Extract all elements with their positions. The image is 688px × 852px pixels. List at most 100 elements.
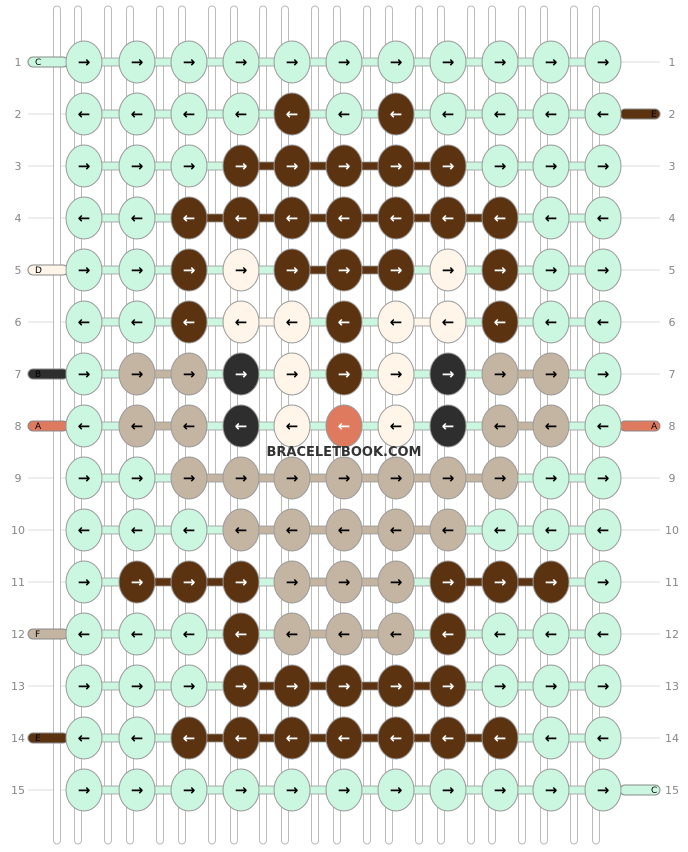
knot[interactable]: ← bbox=[118, 404, 156, 448]
knot[interactable]: ← bbox=[118, 508, 156, 552]
knot[interactable]: → bbox=[481, 144, 519, 188]
knot[interactable]: ← bbox=[429, 404, 467, 448]
knot[interactable]: → bbox=[584, 40, 622, 84]
knot[interactable]: ← bbox=[532, 716, 570, 760]
knot[interactable]: ← bbox=[273, 404, 311, 448]
knot[interactable]: → bbox=[170, 248, 208, 292]
knot[interactable]: ← bbox=[170, 196, 208, 240]
knot[interactable]: → bbox=[65, 248, 103, 292]
knot[interactable]: ← bbox=[481, 92, 519, 136]
knot[interactable]: → bbox=[429, 560, 467, 604]
knot[interactable]: ← bbox=[584, 300, 622, 344]
knot[interactable]: → bbox=[273, 144, 311, 188]
knot[interactable]: ← bbox=[65, 508, 103, 552]
knot[interactable]: → bbox=[532, 768, 570, 812]
knot[interactable]: → bbox=[429, 456, 467, 500]
knot[interactable]: → bbox=[325, 664, 363, 708]
knot[interactable]: ← bbox=[584, 612, 622, 656]
knot[interactable]: → bbox=[118, 248, 156, 292]
knot[interactable]: → bbox=[377, 768, 415, 812]
knot[interactable]: ← bbox=[481, 716, 519, 760]
knot[interactable]: ← bbox=[377, 300, 415, 344]
knot[interactable]: ← bbox=[532, 404, 570, 448]
knot[interactable]: ← bbox=[532, 92, 570, 136]
knot[interactable]: ← bbox=[222, 716, 260, 760]
knot[interactable]: → bbox=[584, 456, 622, 500]
knot[interactable]: ← bbox=[584, 404, 622, 448]
knot[interactable]: → bbox=[429, 352, 467, 396]
knot[interactable]: ← bbox=[118, 716, 156, 760]
knot[interactable]: → bbox=[222, 40, 260, 84]
knot[interactable]: → bbox=[377, 352, 415, 396]
knot[interactable]: → bbox=[222, 144, 260, 188]
knot[interactable]: → bbox=[377, 560, 415, 604]
knot[interactable]: ← bbox=[65, 404, 103, 448]
knot[interactable]: → bbox=[118, 768, 156, 812]
knot[interactable]: → bbox=[481, 40, 519, 84]
knot[interactable]: → bbox=[325, 768, 363, 812]
knot[interactable]: → bbox=[273, 40, 311, 84]
knot[interactable]: ← bbox=[584, 716, 622, 760]
knot[interactable]: → bbox=[170, 352, 208, 396]
knot[interactable]: → bbox=[118, 40, 156, 84]
knot[interactable]: → bbox=[118, 456, 156, 500]
knot[interactable]: → bbox=[481, 560, 519, 604]
knot[interactable]: ← bbox=[118, 300, 156, 344]
knot[interactable]: → bbox=[65, 352, 103, 396]
knot[interactable]: → bbox=[65, 144, 103, 188]
knot[interactable]: ← bbox=[170, 716, 208, 760]
knot[interactable]: → bbox=[222, 664, 260, 708]
knot[interactable]: ← bbox=[170, 612, 208, 656]
knot[interactable]: → bbox=[222, 768, 260, 812]
knot[interactable]: ← bbox=[65, 196, 103, 240]
knot[interactable]: ← bbox=[273, 716, 311, 760]
knot[interactable]: → bbox=[481, 352, 519, 396]
knot[interactable]: ← bbox=[584, 196, 622, 240]
knot[interactable]: → bbox=[273, 456, 311, 500]
knot[interactable]: ← bbox=[118, 196, 156, 240]
knot[interactable]: ← bbox=[377, 508, 415, 552]
knot[interactable]: ← bbox=[584, 508, 622, 552]
knot[interactable]: → bbox=[65, 560, 103, 604]
knot[interactable]: → bbox=[65, 456, 103, 500]
knot[interactable]: → bbox=[222, 456, 260, 500]
knot[interactable]: → bbox=[532, 560, 570, 604]
knot[interactable]: → bbox=[377, 456, 415, 500]
knot[interactable]: → bbox=[429, 768, 467, 812]
knot[interactable]: ← bbox=[273, 196, 311, 240]
knot[interactable]: → bbox=[377, 664, 415, 708]
knot[interactable]: ← bbox=[377, 196, 415, 240]
knot[interactable]: → bbox=[118, 352, 156, 396]
knot[interactable]: ← bbox=[273, 300, 311, 344]
knot[interactable]: → bbox=[273, 560, 311, 604]
knot[interactable]: ← bbox=[325, 196, 363, 240]
knot[interactable]: → bbox=[65, 664, 103, 708]
knot[interactable]: → bbox=[170, 768, 208, 812]
knot[interactable]: → bbox=[222, 248, 260, 292]
knot[interactable]: ← bbox=[377, 612, 415, 656]
knot[interactable]: ← bbox=[273, 508, 311, 552]
knot[interactable]: ← bbox=[481, 612, 519, 656]
knot[interactable]: ← bbox=[325, 612, 363, 656]
knot[interactable]: ← bbox=[532, 196, 570, 240]
knot[interactable]: → bbox=[481, 664, 519, 708]
knot[interactable]: → bbox=[325, 456, 363, 500]
knot[interactable]: → bbox=[325, 144, 363, 188]
knot[interactable]: → bbox=[170, 40, 208, 84]
knot[interactable]: ← bbox=[65, 612, 103, 656]
knot[interactable]: → bbox=[584, 664, 622, 708]
knot[interactable]: ← bbox=[325, 508, 363, 552]
knot[interactable]: → bbox=[584, 768, 622, 812]
knot[interactable]: ← bbox=[273, 612, 311, 656]
knot[interactable]: ← bbox=[222, 92, 260, 136]
knot[interactable]: ← bbox=[584, 92, 622, 136]
knot[interactable]: → bbox=[532, 248, 570, 292]
knot[interactable]: → bbox=[325, 40, 363, 84]
knot[interactable]: ← bbox=[325, 300, 363, 344]
knot[interactable]: → bbox=[584, 560, 622, 604]
knot[interactable]: → bbox=[170, 144, 208, 188]
knot[interactable]: ← bbox=[429, 612, 467, 656]
knot[interactable]: → bbox=[325, 352, 363, 396]
knot[interactable]: ← bbox=[222, 612, 260, 656]
knot[interactable]: ← bbox=[222, 196, 260, 240]
